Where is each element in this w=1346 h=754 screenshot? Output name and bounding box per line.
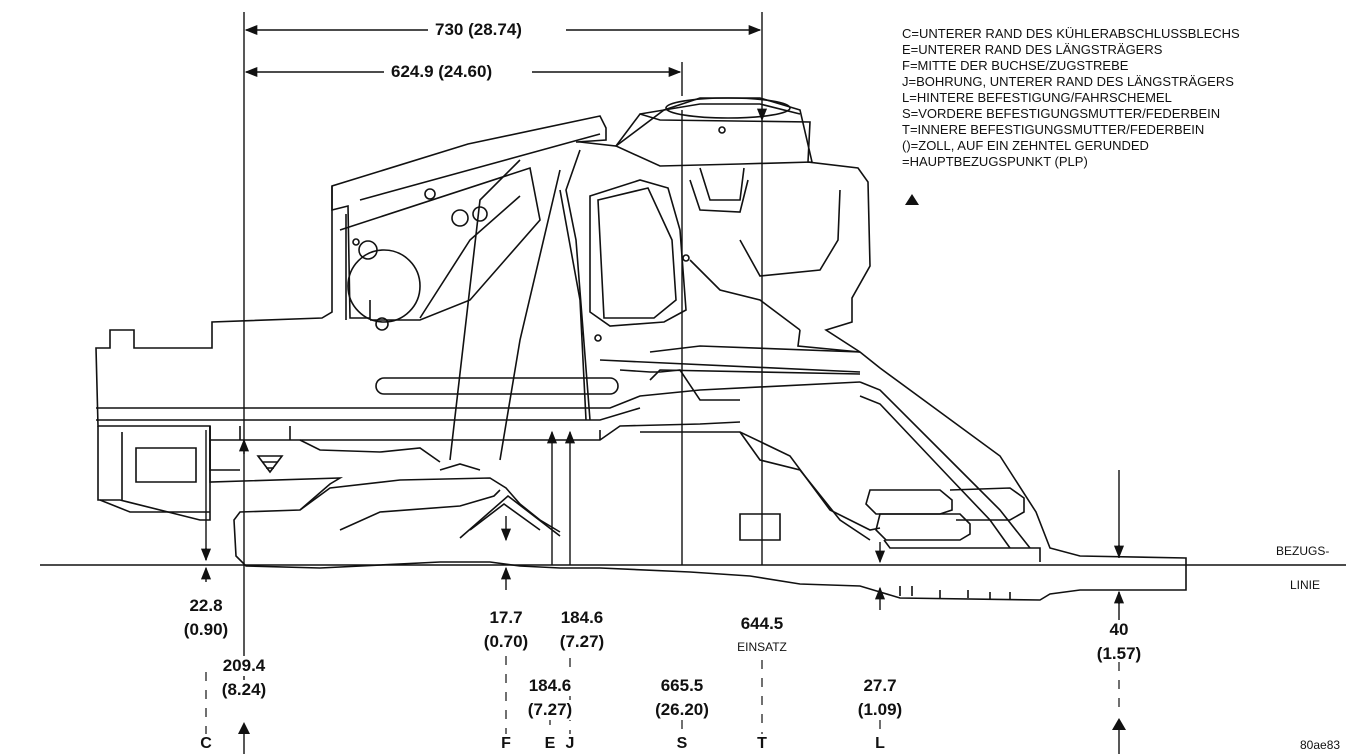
dim-209-inches: (8.24) (210, 680, 278, 700)
legend-item-inches: ()=ZOLL, AUF EIN ZEHNTEL GERUNDED (902, 138, 1149, 153)
legend-item-s: S=VORDERE BEFESTIGUNGSMUTTER/FEDERBEIN (902, 106, 1221, 121)
dim-f-value: 17.7 (489, 608, 523, 627)
dim-s-inches: (26.20) (655, 700, 709, 719)
reference-line-label: BEZUGS- (1276, 544, 1330, 558)
plp-marker-c (238, 722, 250, 734)
dim-40-value: 40 (1109, 620, 1129, 639)
point-e: E (544, 735, 556, 752)
legend-item-c: C=UNTERER RAND DES KÜHLERABSCHLUSSBLECHS (902, 26, 1240, 41)
dim-s-value: 665.5 (660, 676, 704, 695)
dimension-624-9: 624.9 (24.60) (388, 62, 496, 82)
figure-id: 80ae83 (1300, 738, 1341, 752)
dim-j-inches: (7.27) (559, 632, 605, 651)
plp-marker-rear (1112, 718, 1126, 730)
dim-l-inches: (1.09) (857, 700, 903, 719)
dim-40-inches: (1.57) (1096, 644, 1142, 663)
dimension-730: 730 (28.74) (432, 20, 525, 40)
dim-209-value: 209.4 (214, 656, 274, 676)
dim-c-value: 22.8 (189, 596, 223, 615)
vehicle-structure (95, 97, 1187, 601)
dim-j-value: 184.6 (560, 608, 604, 627)
legend: C=UNTERER RAND DES KÜHLERABSCHLUSSBLECHS… (902, 26, 1342, 170)
dim-l-value: 27.7 (863, 676, 897, 695)
reference-line-label-2: LINIE (1290, 578, 1321, 592)
point-leaders (205, 656, 1120, 734)
legend-item-l: L=HINTERE BEFESTIGUNG/FAHRSCHEMEL (902, 90, 1172, 105)
point-l: L (875, 735, 885, 752)
dim-e-inches: (7.27) (510, 700, 590, 720)
dim-e-value: 184.6 (510, 676, 590, 696)
dim-c-inches: (0.90) (183, 620, 229, 639)
dim-t-value: 644.5 (740, 614, 784, 633)
point-j: J (565, 735, 575, 752)
legend-item-f: F=MITTE DER BUCHSE/ZUGSTREBE (902, 58, 1129, 73)
legend-item-t: T=INNERE BEFESTIGUNGSMUTTER/FEDERBEIN (902, 122, 1205, 137)
legend-item-j: J=BOHRUNG, UNTERER RAND DES LÄNGSTRÄGERS (902, 74, 1234, 89)
legend-item-plp: =HAUPTBEZUGSPUNKT (PLP) (902, 154, 1088, 169)
point-t: T (757, 735, 767, 752)
point-c: C (200, 735, 212, 752)
plp-legend-triangle-icon (905, 194, 919, 205)
dim-t-note: EINSATZ (737, 640, 787, 654)
horizontal-dimensions (244, 24, 762, 78)
point-s: S (676, 735, 688, 752)
point-f: F (501, 735, 511, 752)
dim-f-inches: (0.70) (483, 632, 529, 651)
legend-item-e: E=UNTERER RAND DES LÄNGSTRÄGERS (902, 42, 1163, 57)
dimension-lines (200, 12, 1125, 690)
